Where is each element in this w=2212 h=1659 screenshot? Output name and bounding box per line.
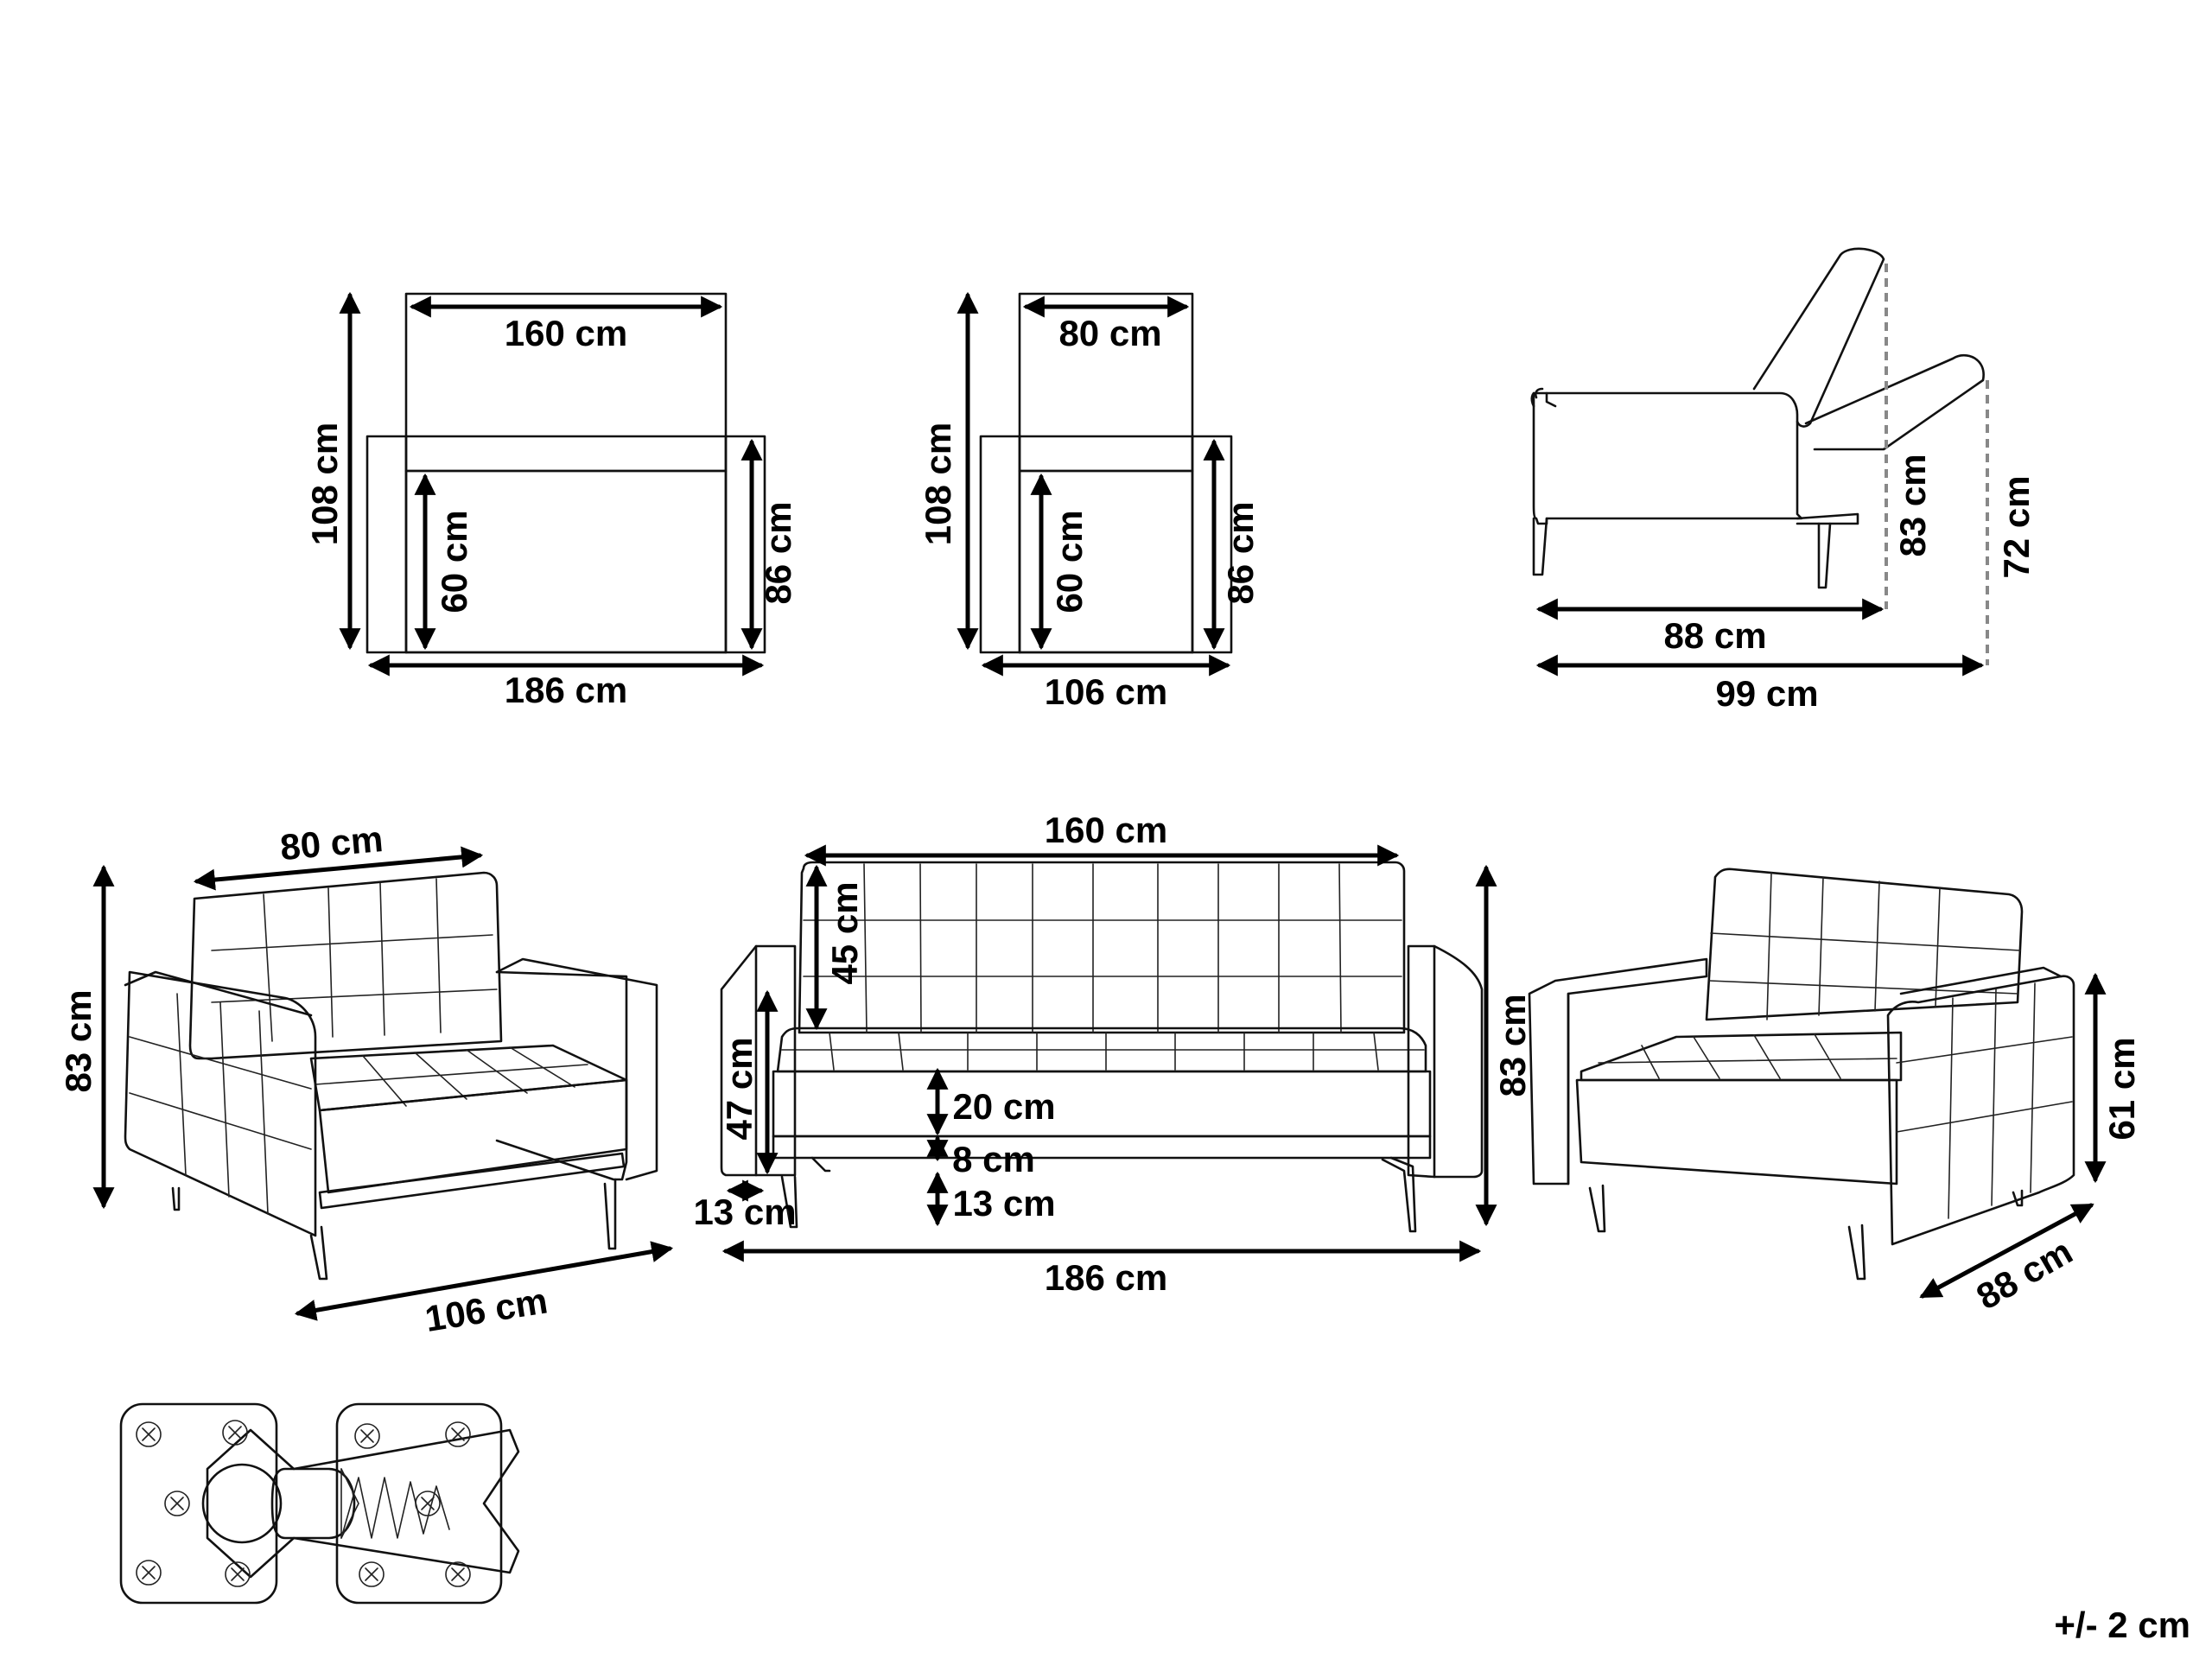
chair-top-view: 80 cm 108 cm 60 cm 86 cm 106 cm <box>918 291 1261 712</box>
sofa-top-arm-depth-label: 86 cm <box>758 501 798 604</box>
leg-bracket-icon <box>119 1402 520 1605</box>
chair-top-depth-label: 108 cm <box>918 423 958 545</box>
chair-top-seat-depth-label: 60 cm <box>1049 510 1090 613</box>
sofa-front-overall-width-label: 186 cm <box>1045 1257 1167 1298</box>
sofa-top-seat-depth-label: 60 cm <box>434 510 474 613</box>
recline-height-label: 83 cm <box>1892 454 1933 556</box>
armchair-right-view: 61 cm 88 cm <box>1528 868 2142 1318</box>
armchair-height-label: 83 cm <box>58 989 99 1092</box>
recline-overall-depth-label: 99 cm <box>1715 673 1818 714</box>
armchair-right-arm-height-label: 61 cm <box>2101 1037 2142 1140</box>
sofa-front-arm-width-label: 13 cm <box>693 1192 796 1232</box>
sofa-front-leg-height-label: 13 cm <box>952 1183 1055 1224</box>
sofa-top-view: 160 cm 108 cm 60 cm 86 cm 186 cm <box>304 291 798 710</box>
sofa-top-width-label: 160 cm <box>505 313 627 353</box>
recline-depth-label: 88 cm <box>1663 615 1766 656</box>
sofa-front-back-height-label: 45 cm <box>824 881 865 984</box>
chair-top-overall-width-label: 106 cm <box>1045 671 1167 712</box>
chair-top-arm-depth-label: 86 cm <box>1220 501 1261 604</box>
sofa-front-back-width-label: 160 cm <box>1045 810 1167 850</box>
sofa-top-depth-label: 108 cm <box>304 423 345 545</box>
sofa-front-cushion-height-label: 20 cm <box>952 1086 1055 1127</box>
armchair-left-view: 80 cm 83 cm 106 cm <box>58 818 674 1339</box>
sofa-front-frame-height-label: 8 cm <box>952 1139 1035 1179</box>
tolerance-note: +/- 2 cm <box>2054 1605 2190 1645</box>
sofa-front-overall-height-label: 83 cm <box>1492 994 1533 1096</box>
sofa-front-view: 160 cm 45 cm 47 cm 20 cm 8 cm 13 cm 13 c… <box>693 810 1533 1298</box>
sofa-top-overall-width-label: 186 cm <box>505 670 627 710</box>
sofa-front-arm-height-label: 47 cm <box>719 1037 760 1140</box>
recline-reclined-height-label: 72 cm <box>1996 475 2037 578</box>
recline-side-view: 88 cm 99 cm 83 cm 72 cm <box>1530 247 2037 714</box>
chair-top-width-label: 80 cm <box>1058 313 1161 353</box>
armchair-back-width-label: 80 cm <box>278 818 385 868</box>
